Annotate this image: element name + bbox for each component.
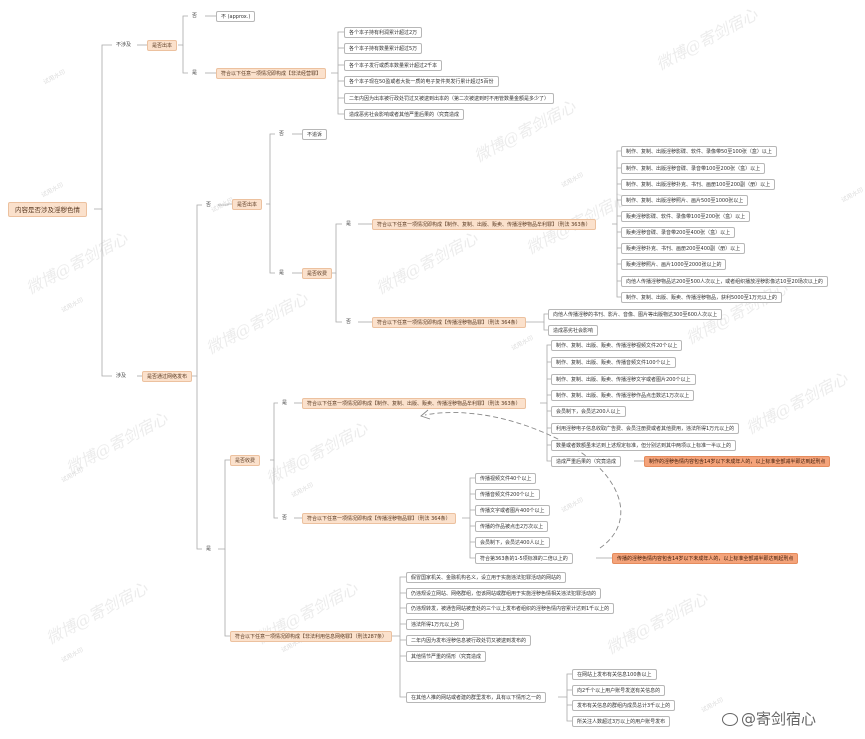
node-via-network[interactable]: 是否通过网络发布 [142,371,193,382]
condition-item[interactable]: 造成严重后果的（究竟造成 [551,456,622,467]
condition-item[interactable]: 传播文字或者图片400个以上 [475,505,550,516]
crime-illegal-business[interactable]: 符合以下任意一项情况即构成【非法经营罪】 [216,68,327,79]
condition-item[interactable]: 制作、复制、出版淫秽影碟、软件、录像带50至100张（盒）以上 [621,146,777,157]
weibo-icon [722,713,738,726]
branch-yes[interactable]: 是 [206,546,212,552]
result-no-prosecution[interactable]: 不追诉 [302,129,328,140]
branch-involved[interactable]: 涉及 [116,373,127,379]
condition-item[interactable]: 会员制下，会员达400人以上 [475,537,550,548]
condition-item[interactable]: 所关注人数超过3万以上的用户账号发布 [572,716,671,727]
condition-item[interactable]: 贩卖淫秽照片、画片1000至2000张以上的 [621,259,727,270]
condition-item[interactable]: 会员制下，会员达200人以上 [551,406,626,417]
weibo-credit: @寄剑宿心 [722,708,816,729]
condition-item[interactable]: 在网站上发布有关信息100条以上 [572,669,657,680]
node-for-profit[interactable]: 是否出本 [147,40,178,51]
note-minor-halved[interactable]: 传播的淫秽色情内容包含14岁以下未成年人的，以上标准全部减半即达到起刑点 [612,553,799,564]
condition-item[interactable]: 数量或者数额虽未达到上述规定标准，但分别达到其中两项以上标准一半以上的 [551,440,737,451]
condition-item[interactable]: 在其他人推的网站或者建的群里发布，具有以下情形之一的 [406,692,547,703]
condition-item[interactable]: 制作、复制、出版、贩卖、传播淫秽视频文件20个以上 [551,340,683,351]
crime-obscene-for-profit[interactable]: 符合以下任意一项情况即构成【制作、复制、出版、贩卖、传播淫秽物品牟利罪】（刑法 … [372,219,596,230]
branch-yes[interactable]: 是 [282,400,288,406]
condition-item[interactable]: 贩卖淫秽扑克、书刊、画册200至400副（册）以上 [621,243,746,254]
node-charge[interactable]: 是否收费 [302,268,333,279]
condition-item[interactable]: 违法所得1万元以上的 [406,619,465,630]
condition-item[interactable]: 各个本子持有利润累计超过2万 [344,27,423,38]
condition-item[interactable]: 各个本子持有数量累计超过5万 [344,43,423,54]
crime-obscene-dissemination[interactable]: 符合以下任意一项情况即构成【传播淫秽物品罪】（刑法 364条） [372,317,526,328]
condition-item[interactable]: 造成恶劣社会影响 [548,325,599,336]
crime-illegal-network-use[interactable]: 符合以下任意一项情况即构成【非法利用信息网络罪】（刑法287条） [230,631,393,642]
note-minor-halved[interactable]: 制作的淫秽色情内容包含14岁以下未成年人的，以上标准全部减半即达到起刑点 [644,456,831,467]
condition-item[interactable]: 贩卖淫秽音碟、录音带200至400张（盒）以上 [621,227,736,238]
condition-item[interactable]: 制作、复制、出版、贩卖、传播淫秽文字或者图片200个以上 [551,374,696,385]
condition-item[interactable]: 仍违规设立网站、网络群组，但该网站或群组用于实施淫秽色情相关违法犯罪活动的 [406,588,602,599]
result-no-prosecution[interactable]: 不 (approx.) [216,11,256,22]
condition-item[interactable]: 发布有关信息的群组内成员总计3千以上的 [572,700,676,711]
condition-item[interactable]: 制作、复制、出版淫秽照片、画片500至1000张以上 [621,195,749,206]
branch-no[interactable]: 否 [282,515,288,521]
branch-yes[interactable]: 是 [346,221,352,227]
condition-item[interactable]: 向2千个以上用户账号发送有关信息的 [572,685,666,696]
branch-yes[interactable]: 是 [192,70,198,76]
branch-not-involved[interactable]: 不涉及 [116,42,132,48]
condition-item[interactable]: 假冒国家机关、金融机构名义，设立用于实施违法犯罪活动的网站的 [406,572,567,583]
branch-no[interactable]: 否 [346,319,352,325]
condition-item[interactable]: 制作、复制、出版、贩卖、传播音频文件100个以上 [551,357,676,368]
branch-yes[interactable]: 是 [279,270,285,276]
condition-item[interactable]: 二年内因为发布淫秽信息被行政处罚又被逮到发布的 [406,635,532,646]
node-print-for-profit[interactable]: 是否出本 [232,199,263,210]
branch-no[interactable]: 否 [206,202,212,208]
condition-item[interactable]: 制作、复制、出版、贩卖、传播淫秽作品点击数达1万次以上 [551,390,695,401]
condition-item[interactable]: 符合第363条的1-5项标准的二倍以上的 [475,553,573,564]
condition-item[interactable]: 向他人传播淫秽的书刊、影片、音像、图片等出版物达300至600人次以上 [548,309,723,320]
condition-item[interactable]: 仍违规转发，被通告网站被查处的三个以上发布者组织的淫秽色情内容累计达到1千以上的 [406,603,615,614]
condition-item[interactable]: 传播的作品被点击2万次以上 [475,521,549,532]
crime-obscene-dissemination[interactable]: 符合以下任意一项情况即构成【传播淫秽物品罪】（刑法 364条） [302,513,456,524]
condition-item[interactable]: 传播音频文件200个以上 [475,489,540,500]
condition-item[interactable]: 制作、复制、出版淫秽扑克、书刊、画册100至200副（册）以上 [621,179,776,190]
credit-text: @寄剑宿心 [741,710,817,728]
condition-item[interactable]: 各个本子发行或质本数量累计超过2千本 [344,60,443,71]
condition-item[interactable]: 其他情节严重的情形（究竟造成 [406,651,487,662]
condition-item[interactable]: 利用淫秽电子信息收取广告费、会员注册费或者其他费用，违法所得1万元以上的 [551,423,740,434]
condition-item[interactable]: 向他人传播淫秽物品达200至500人次以上，或者组织播放淫秽影像达10至20场次… [621,276,828,287]
branch-no[interactable]: 否 [279,131,285,137]
condition-item[interactable]: 二年内因为出本被行政处罚过又被逮到出本的（第二次被逮到时不用管数量金额是多少了） [344,93,555,104]
crime-obscene-for-profit[interactable]: 符合以下任意一项情况即构成【制作、复制、出版、贩卖、传播淫秽物品牟利罪】（刑法 … [302,398,526,409]
condition-item[interactable]: 传播视频文件40个以上 [475,473,537,484]
condition-item[interactable]: 贩卖淫秽影碟、软件、录像带100至200张（盒）以上 [621,211,751,222]
root-node[interactable]: 内容是否涉及淫秽色情 [8,202,87,217]
condition-item[interactable]: 各个本子现在50盈或者大批一质的电子复件类发行累计超过5百份 [344,76,499,87]
condition-item[interactable]: 制作、复制、出版、贩卖、传播淫秽物品，获利5000至1万元以上的 [621,292,782,303]
node-net-charge[interactable]: 是否收费 [230,455,261,466]
condition-item[interactable]: 制作、复制、出版淫秽音碟、录音带100至200张（盒）以上 [621,163,766,174]
branch-no[interactable]: 否 [192,13,198,19]
condition-item[interactable]: 造成恶劣社会影响或者其他严重后果的（究竟造成 [344,109,465,120]
